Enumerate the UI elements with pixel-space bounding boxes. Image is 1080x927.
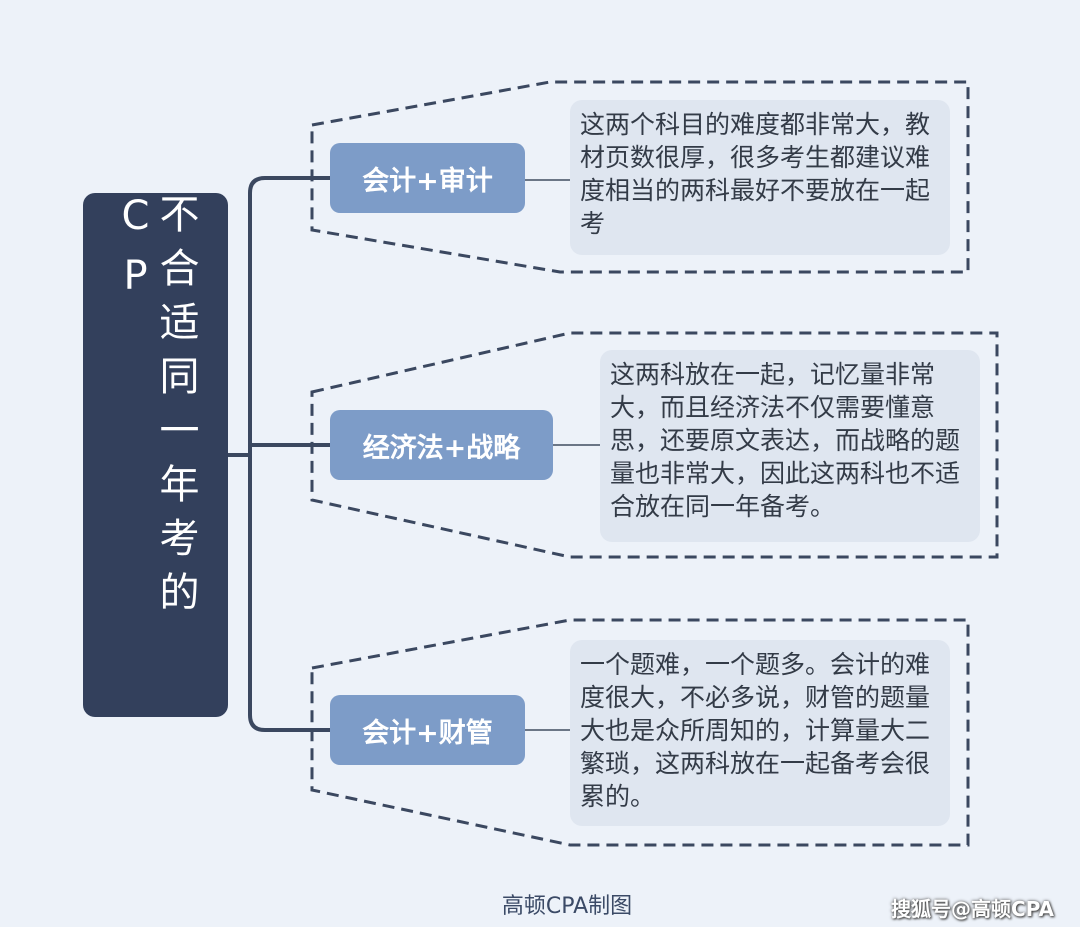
branch-description-2: 这两科放在一起，记忆量非常大，而且经济法不仅需要懂意思，还要原文表达，而战略的题… [600, 350, 980, 542]
branch-description-3: 一个题难，一个题多。会计的难度很大，不必多说，财管的题量大也是众所周知的，计算量… [570, 640, 950, 826]
dashed-group-3 [310, 618, 970, 847]
branch-node-accounting-finance: 会计+财管 [330, 695, 525, 765]
dashed-group-1 [310, 80, 970, 274]
dashed-group-2 [310, 331, 999, 559]
footer-credit: 高顿CPA制图 [501, 894, 633, 919]
root-title: 不合适同一年考的CP [112, 193, 199, 625]
branch-node-law-strategy: 经济法+战略 [330, 410, 553, 480]
branch-label: 会计+审计 [362, 165, 493, 197]
root-topic: 不合适同一年考的CP [83, 193, 228, 717]
brand-watermark: 搜狐号@高顿CPA [891, 897, 1054, 921]
branch-label: 经济法+战略 [362, 432, 521, 464]
branch-description-1: 这两个科目的难度都非常大，教材页数很厚，很多考生都建议难度相当的两科最好不要放在… [570, 100, 950, 255]
trunk-line [228, 176, 330, 732]
branch-node-accounting-audit: 会计+审计 [330, 143, 525, 213]
branch-label: 会计+财管 [362, 717, 493, 749]
